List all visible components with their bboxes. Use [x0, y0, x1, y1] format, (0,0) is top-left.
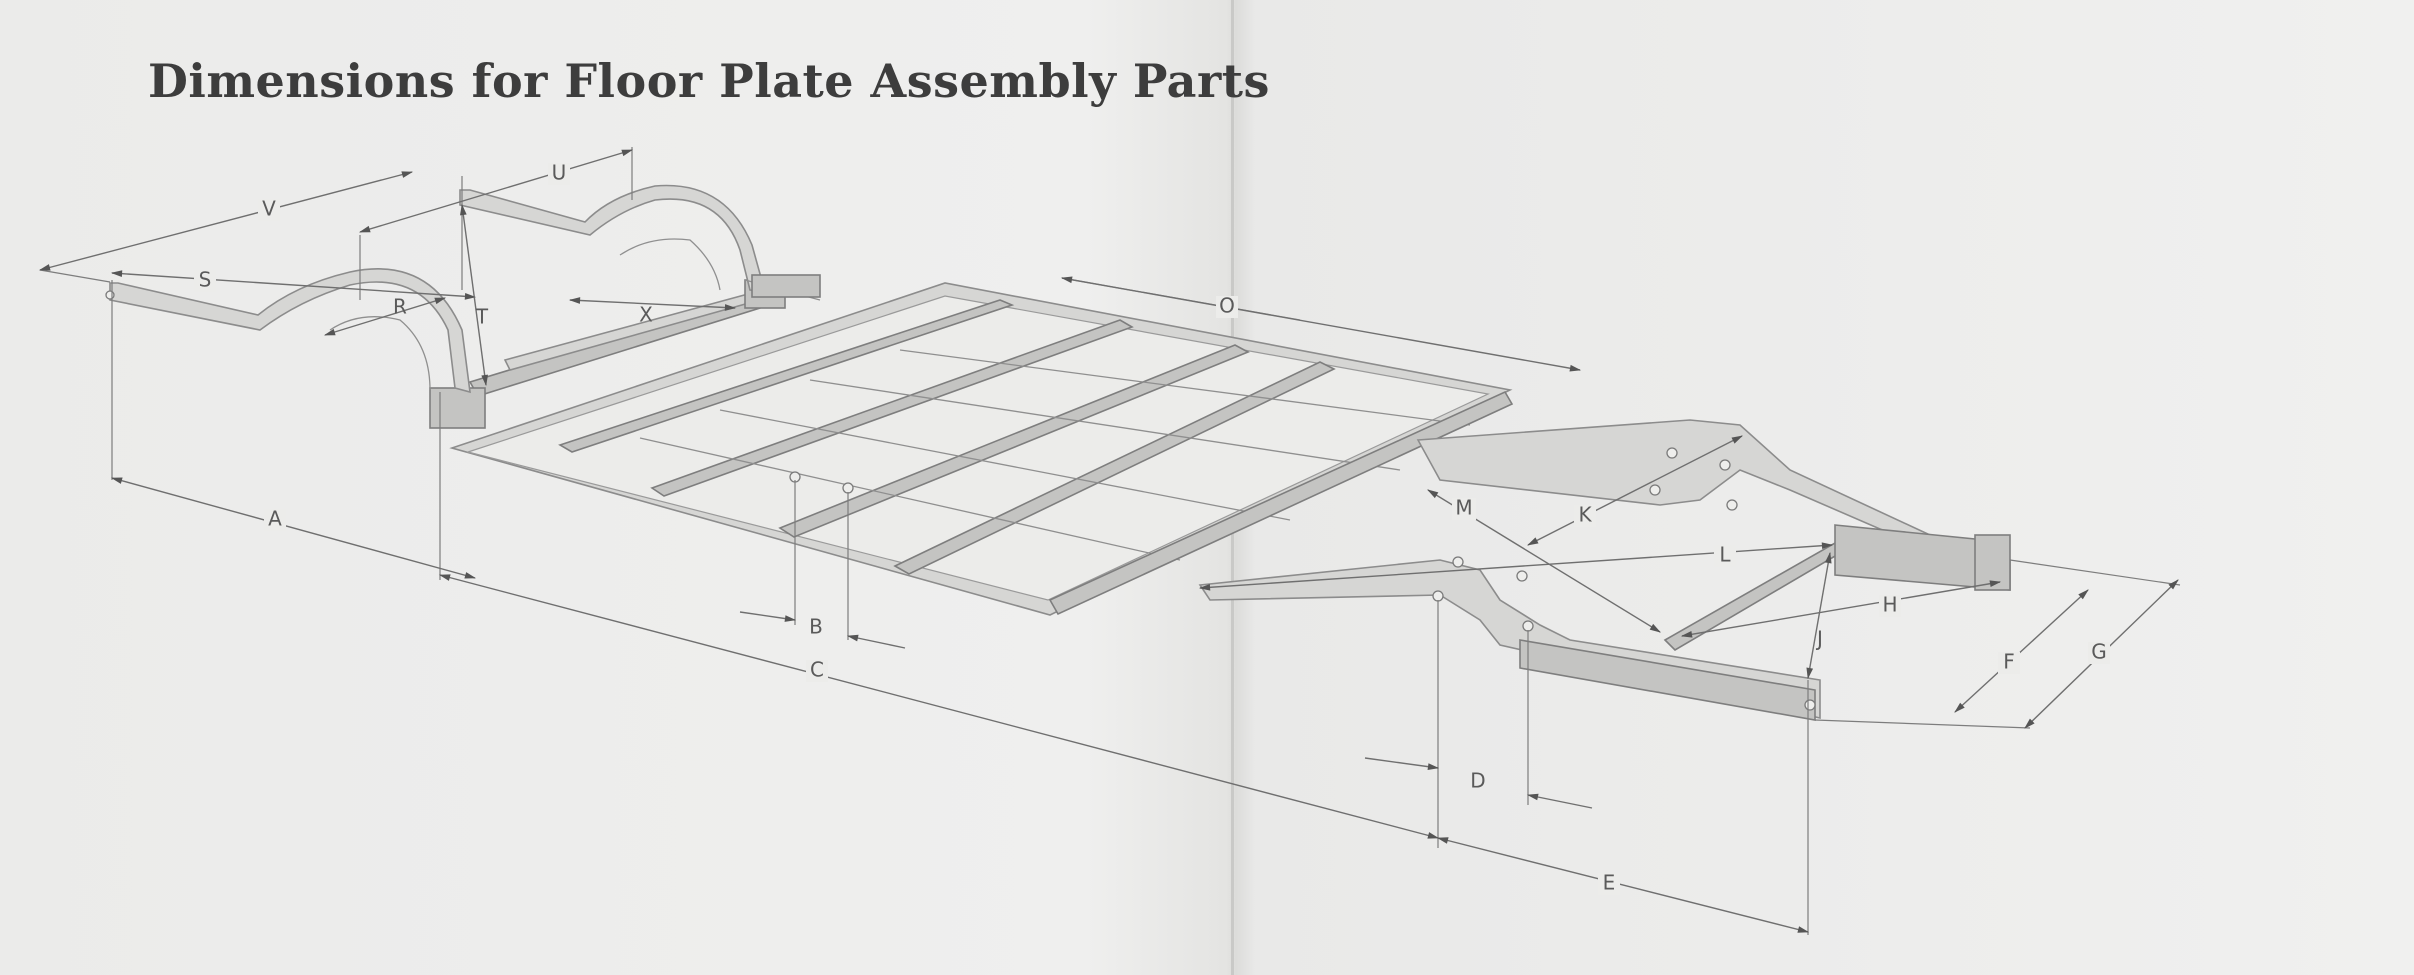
- dim-a: [110, 477, 477, 579]
- hitch-end: [1974, 534, 2011, 591]
- right-fender: [459, 184, 767, 293]
- label-s: S: [199, 268, 212, 292]
- label-c: C: [810, 658, 824, 682]
- dim-t: [460, 203, 488, 387]
- label-e: E: [1603, 871, 1616, 895]
- dim-x: [568, 297, 737, 311]
- dim-v: [38, 171, 414, 271]
- hole-d3: [1516, 570, 1528, 582]
- joist-1: [639, 437, 1181, 561]
- page-title: Dimensions for Floor Plate Assembly Part…: [148, 54, 1270, 108]
- label-f: F: [2003, 650, 2015, 674]
- dim-r: [323, 297, 447, 336]
- dim-h: [1680, 580, 2002, 638]
- dim-b-left: [739, 611, 797, 622]
- fender-mount: [751, 274, 821, 298]
- dimension-labels: V U S R T X O A B C D E M K L H J: [194, 161, 2110, 895]
- left-fender: [109, 268, 471, 394]
- label-b: B: [809, 615, 823, 639]
- dim-u: [358, 149, 634, 233]
- label-d: D: [1470, 769, 1485, 793]
- label-r: R: [393, 295, 407, 319]
- dim-l: [1198, 542, 1834, 591]
- dim-b-right: [846, 634, 906, 649]
- hole-d1: [1432, 590, 1444, 602]
- hole-k1: [1666, 447, 1678, 459]
- label-k: K: [1578, 503, 1592, 527]
- hole-k3: [1726, 499, 1738, 511]
- dim-s: [110, 270, 477, 300]
- hole-d4: [1522, 620, 1534, 632]
- label-u: U: [552, 161, 567, 185]
- ext-g-top: [2009, 559, 2181, 586]
- label-x: X: [639, 303, 653, 327]
- ext-s-left: [39, 269, 111, 283]
- dim-f: [1954, 589, 2089, 713]
- dim-d-left: [1364, 757, 1440, 770]
- hole-s: [105, 290, 115, 300]
- label-a: A: [268, 507, 282, 531]
- joist-3: [809, 379, 1401, 471]
- label-g: G: [2091, 640, 2107, 664]
- label-h: H: [1882, 593, 1897, 617]
- cross-rail-1: [558, 299, 1015, 453]
- label-j: J: [1815, 627, 1823, 651]
- label-m: M: [1455, 496, 1472, 520]
- label-l: L: [1719, 543, 1731, 567]
- ext-f-bottom: [1814, 719, 2031, 729]
- frame-drawing: [105, 184, 2011, 721]
- dim-e: [1436, 837, 1810, 933]
- joist-2: [719, 409, 1291, 521]
- hole-d2: [1452, 556, 1464, 568]
- hole-k2: [1719, 459, 1731, 471]
- axle-bracket-left: [429, 387, 486, 429]
- label-v: V: [262, 197, 276, 221]
- dim-k: [1527, 435, 1743, 546]
- left-fender-arc: [329, 316, 431, 391]
- dim-d-right: [1526, 793, 1593, 809]
- hole-k4: [1649, 484, 1661, 496]
- label-t: T: [475, 305, 489, 329]
- hole-b2: [842, 482, 854, 494]
- joist-4: [899, 349, 1471, 426]
- dim-c: [438, 574, 1440, 839]
- dim-o: [1060, 276, 1582, 372]
- label-o: O: [1219, 294, 1235, 318]
- right-fender-arc: [619, 238, 721, 291]
- hole-j: [1804, 699, 1816, 711]
- dim-j: [1806, 551, 1832, 680]
